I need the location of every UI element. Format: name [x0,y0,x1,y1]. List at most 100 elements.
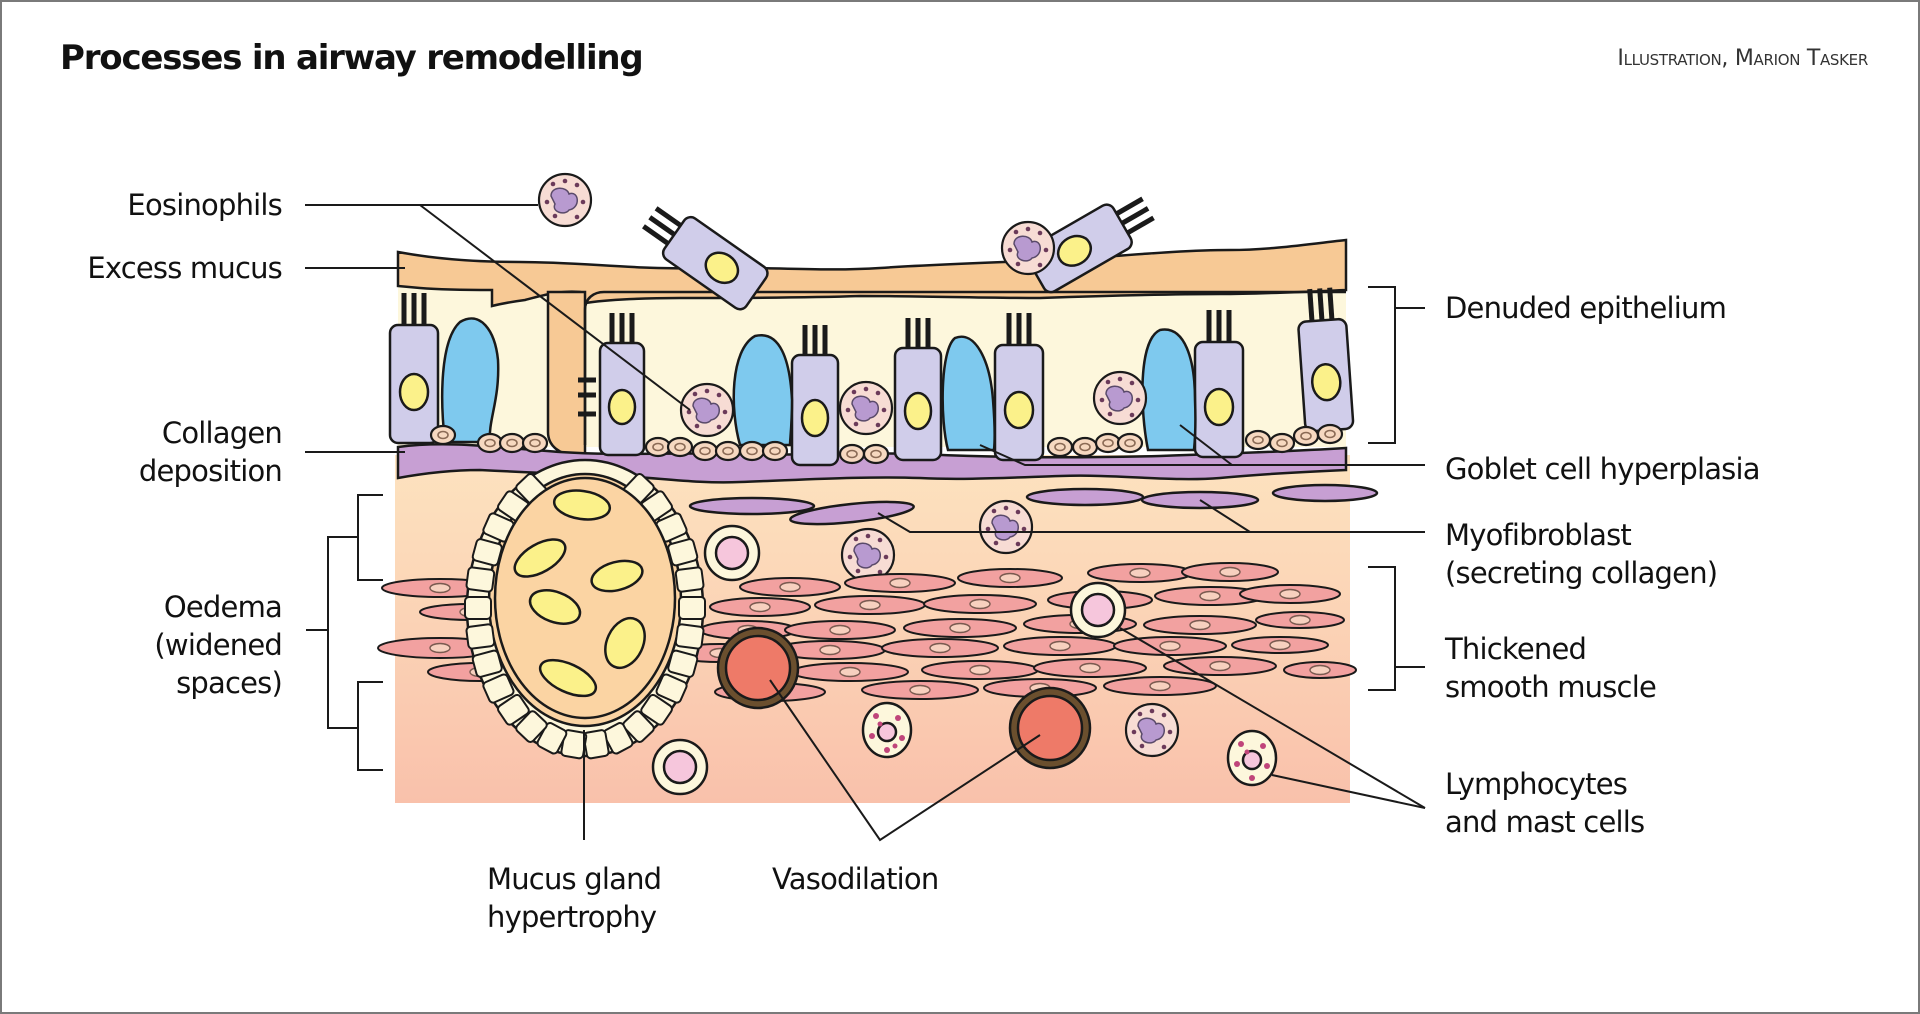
epithelium-edge [583,290,1346,445]
oedema-bracket-main [327,536,358,729]
gland-cell [465,623,496,650]
label-vasodilation: Vasodilation [772,862,939,896]
label-line: Collagen [161,416,283,450]
label-line: Mucus gland [487,862,662,896]
mast-cell-leader [1271,774,1426,809]
smooth-muscle-cell [774,640,886,660]
basal-cell [1046,436,1074,458]
mast-cell [861,701,913,759]
dilated-vessel [1008,686,1092,770]
lymphocyte [651,738,709,796]
smooth-muscle-cell [923,594,1037,614]
shed-ciliated-cell [642,206,769,311]
gland-cell [482,673,515,704]
goblet-cell [440,317,500,444]
gland-cell [602,722,634,755]
gland-cell [678,596,706,620]
smooth-muscle-cell [957,568,1063,588]
smooth-muscle-cell [709,597,811,617]
gland-cell [622,710,655,743]
gland-cell [471,649,503,678]
goblet-leader-1 [979,444,1425,466]
myofibroblasts [688,483,1379,526]
ciliated-cell [993,313,1045,462]
myofibroblast-leader [877,512,1425,533]
label-eosinophils: Eosinophils [127,188,282,222]
smooth-muscle-cell [1003,636,1117,656]
eosinophil [1092,370,1148,426]
label-excess-mucus: Excess mucus [87,251,282,285]
smooth-muscle-cell [791,662,909,682]
smooth-muscle-cell [844,573,956,593]
label-line: hypertrophy [487,900,657,934]
mast-cell [1226,729,1278,787]
ciliated-cell [598,313,646,457]
label-line: Lymphocytes [1445,767,1628,801]
goblet-cells [440,317,1197,452]
basal-cell [666,436,694,458]
label-line: Thickened [1445,632,1587,666]
ciliated-cell [893,318,943,462]
basal-cell [1316,423,1344,445]
gland-cell [640,693,673,726]
label-line: Myofibroblast [1445,518,1632,552]
smooth-muscle-cell [1143,615,1257,635]
smooth-muscle-cell [1103,676,1217,696]
label-collagen-deposition: Collagen deposition [139,414,283,490]
smooth-muscle-cell [881,638,999,658]
basal-cell [761,440,789,462]
smooth-muscle-cell [1283,661,1357,679]
basal-cell [644,436,672,458]
eosinophils-leader-diag [419,204,691,411]
basal-cell [1071,436,1099,458]
basal-cell [862,443,890,465]
myofibroblast [688,496,816,516]
smooth-muscle-cell [1255,611,1345,629]
label-oedema: Oedema (widened spaces) [154,588,282,702]
smooth-muscle-cell [903,618,1017,638]
gland-cell [582,729,610,760]
goblet-cell [941,335,996,452]
myofibroblast [1025,487,1145,507]
gland-cells [464,473,706,760]
mucus-gland [464,458,706,760]
ciliated-cell [790,325,840,467]
mast-cells [861,701,1278,787]
gland-cell [464,596,492,620]
smooth-muscle-cell [1154,586,1266,606]
basal-cell [714,440,742,462]
oedema-bracket-top [357,494,383,581]
label-thickened-smooth-muscle: Thickened smooth muscle [1445,630,1657,706]
lymphocytes [651,524,1127,796]
smooth-muscle-cell [739,577,841,597]
smooth-muscle-cell [1239,584,1341,604]
basal-cell [476,432,504,454]
basal-cell [1292,425,1320,447]
label-line: (secreting collagen) [1445,556,1718,590]
eosinophil [978,499,1034,555]
basal-cell [521,432,549,454]
label-myofibroblast: Myofibroblast (secreting collagen) [1445,516,1718,592]
vasodilation-leader [769,679,1041,842]
gland-cell [536,722,568,755]
goblet-leader-2 [1179,424,1233,466]
eosinophil [537,172,593,228]
label-goblet-cell-hyperplasia: Goblet cell hyperplasia [1445,452,1761,486]
ciliated-cell [1297,287,1355,433]
label-line: (widened [154,628,282,662]
gland-cell [497,693,530,726]
label-line: Oedema [163,590,283,624]
smooth-muscle-cell [1231,636,1329,654]
label-mucus-gland-hypertrophy: Mucus gland hypertrophy [487,860,662,936]
leader-lines [305,204,1426,842]
gland-cell [655,673,688,704]
label-line: and mast cells [1445,805,1645,839]
muscle-bracket [1368,566,1396,691]
smooth-muscle-cell [1181,562,1279,582]
eosinophil [840,527,896,583]
basal-cell [838,443,866,465]
gland-cell [674,623,705,650]
smooth-muscle-cell [814,595,926,615]
figure-title: Processes in airway remodelling [60,38,644,78]
